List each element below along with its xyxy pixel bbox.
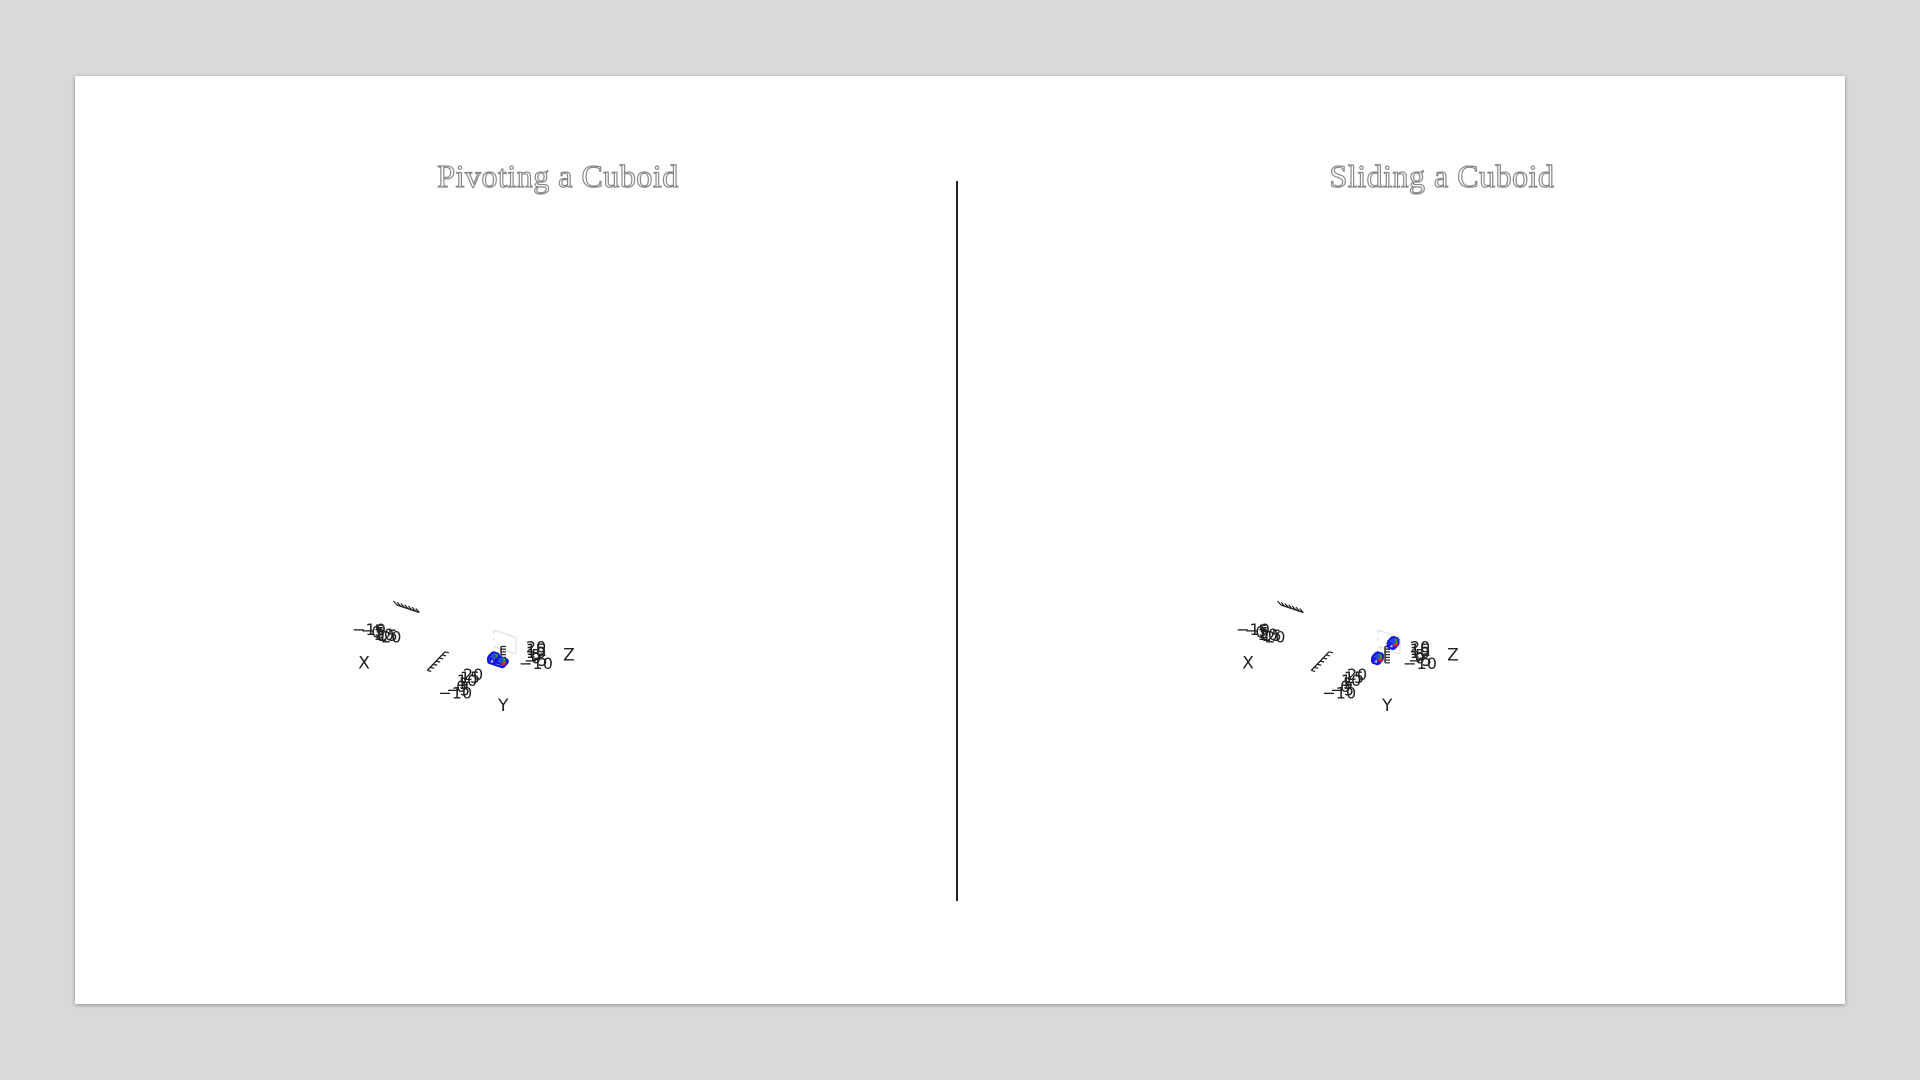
back-pane-bottom-edge	[1377, 645, 1401, 655]
back-pane-top-edge	[493, 629, 517, 639]
x-axis-tick-mark	[393, 600, 398, 606]
y-tick-label: 15	[460, 668, 480, 687]
x-axis-tick-mark	[1288, 604, 1293, 610]
x-axis-tick-mark	[400, 603, 405, 608]
x-tick-label: 5	[1259, 624, 1269, 643]
x-tick-label: 15	[377, 626, 397, 645]
z-axis-label: Z	[1447, 646, 1459, 666]
y-axis-tick-mark	[433, 663, 438, 666]
left-panel-title: Pivoting a Cuboid	[437, 157, 679, 194]
y-tick-label: 0	[1340, 677, 1350, 696]
x-axis-label: X	[358, 654, 370, 674]
z-tick-label: −10	[519, 654, 553, 673]
y-axis-tick-mark	[1314, 666, 1319, 669]
slide-3d-plot: −10−505101520X−10−505101520Y−10−50510152…	[1236, 600, 1459, 716]
pivot-3d-plot: −10−505101520X−10−505101520Y−10−50510152…	[352, 600, 575, 716]
y-tick-label: −10	[438, 683, 472, 702]
y-tick-label: 5	[459, 674, 469, 693]
x-axis-tick-mark	[415, 608, 420, 613]
z-tick-label: 15	[1410, 640, 1430, 659]
x-tick-label: 10	[374, 625, 394, 644]
x-tick-label: −10	[352, 620, 386, 639]
right-panel-title: Sliding a Cuboid	[1329, 157, 1555, 194]
z-tick-label: 10	[1410, 643, 1430, 662]
x-axis-tick-mark	[1277, 600, 1282, 606]
back-pane-top-edge	[1377, 629, 1401, 639]
cuboid-edge	[493, 663, 504, 669]
x-axis-tick-mark	[1284, 603, 1289, 608]
slide: Pivoting a Cuboid Sliding a Cuboid −10−5…	[75, 76, 1845, 1004]
y-tick-label: 10	[1341, 671, 1361, 690]
z-tick-label: −5	[1408, 651, 1432, 670]
frame-z-arrow-head	[1390, 638, 1396, 644]
y-axis-tick-mark	[438, 657, 444, 660]
y-axis-tick-mark	[1325, 654, 1331, 657]
y-tick-label: −5	[1330, 680, 1354, 699]
y-axis-label: Y	[1381, 696, 1393, 716]
x-axis-tick-mark	[411, 606, 417, 612]
x-tick-label: −5	[1245, 621, 1269, 640]
x-tick-label: 20	[381, 627, 401, 646]
frame-z-arrow-head	[498, 657, 504, 663]
z-tick-label: −10	[1403, 654, 1437, 673]
y-tick-label: 15	[1344, 668, 1364, 687]
y-axis-tick-mark	[1311, 669, 1316, 673]
y-tick-label: 20	[463, 665, 483, 684]
z-tick-label: 0	[1415, 648, 1425, 667]
x-axis-tick-mark	[1280, 601, 1286, 607]
x-axis-tick-mark	[407, 605, 413, 611]
y-tick-label: 5	[1343, 674, 1353, 693]
y-axis-tick-mark	[441, 654, 447, 657]
y-tick-label: −10	[1322, 683, 1356, 702]
y-axis-tick-mark	[1328, 651, 1334, 654]
y-axis-tick-mark	[1322, 657, 1328, 660]
z-tick-label: 20	[1410, 637, 1430, 656]
y-axis-tick-mark	[435, 660, 441, 663]
x-tick-label: −10	[1236, 620, 1270, 639]
x-axis-label: X	[1242, 654, 1254, 674]
back-pane-bottom-edge	[493, 645, 517, 655]
y-axis-tick-mark	[1319, 660, 1325, 663]
z-tick-label: 10	[526, 643, 546, 662]
x-tick-label: 15	[1261, 626, 1281, 645]
x-tick-label: 20	[1265, 627, 1285, 646]
z-tick-label: 0	[531, 648, 541, 667]
x-tick-label: 0	[371, 622, 381, 641]
x-tick-label: 0	[1255, 622, 1265, 641]
x-axis-tick-mark	[1299, 608, 1304, 613]
panel-divider	[956, 181, 958, 901]
frame-z-arrow-head	[490, 653, 497, 659]
z-tick-label: −5	[524, 651, 548, 670]
z-tick-label: 5	[1415, 646, 1425, 665]
x-tick-label: 10	[1258, 625, 1278, 644]
z-tick-label: 15	[526, 640, 546, 659]
x-tick-label: −5	[361, 621, 385, 640]
y-axis-tick-mark	[444, 651, 450, 654]
x-tick-label: 5	[375, 624, 385, 643]
y-tick-label: −5	[446, 680, 470, 699]
y-axis-tick-mark	[430, 666, 435, 669]
z-tick-label: 20	[526, 637, 546, 656]
y-tick-label: 0	[456, 677, 466, 696]
y-axis-tick-mark	[427, 669, 432, 673]
y-tick-label: 20	[1347, 665, 1367, 684]
y-axis-tick-mark	[1317, 663, 1322, 666]
y-axis-label: Y	[497, 696, 509, 716]
x-axis-tick-mark	[1291, 605, 1297, 611]
x-axis-tick-mark	[1295, 606, 1301, 612]
x-axis-tick-mark	[404, 604, 409, 610]
y-tick-label: 10	[457, 671, 477, 690]
frame-z-arrow-head	[1374, 653, 1381, 659]
z-axis-label: Z	[563, 646, 575, 666]
x-axis-tick-mark	[396, 601, 402, 607]
z-tick-label: 5	[531, 646, 541, 665]
